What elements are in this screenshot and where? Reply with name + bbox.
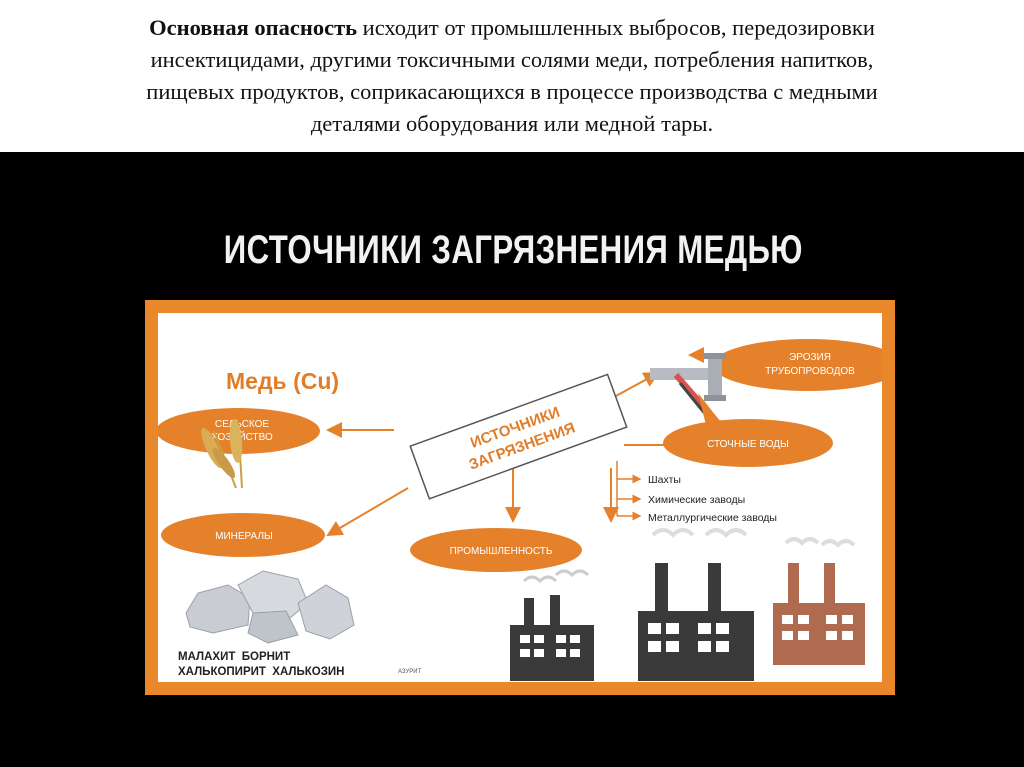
node-industry: ПРОМЫШЛЕННОСТЬ (410, 528, 582, 572)
factory-icon (510, 569, 594, 681)
node-minerals: МИНЕРАЛЫ (161, 513, 325, 557)
intro-line-4: деталями оборудования или медной тары. (310, 111, 714, 136)
minerals-list-line1: МАЛАХИТ БОРНИТ (178, 651, 290, 663)
industry-node-label: ПРОМЫШЛЕННОСТЬ (450, 546, 553, 557)
pipe-wrench-icon (650, 353, 726, 425)
wastewater-source-mines: Шахты (648, 474, 681, 486)
agriculture-line1: СЕЛЬСКОЕ (215, 419, 270, 430)
copper-label: Медь (Cu) (226, 368, 339, 394)
wheat-icon (201, 419, 243, 489)
intro-line-3: пищевых продуктов, соприкасающихся в про… (146, 79, 878, 104)
agriculture-line2: ХОЗЯЙСТВО (211, 430, 273, 443)
intro-line-1: Основная опасность исходит от промышленн… (30, 12, 994, 44)
wastewater-source-metallurgy: Металлургические заводы (648, 512, 777, 524)
minerals-list-line2: ХАЛЬКОПИРИТ ХАЛЬКОЗИН (178, 666, 345, 678)
factory-icon (638, 528, 754, 681)
minerals-small-label: АЗУРИТ (398, 669, 422, 675)
pipes-line2: ТРУБОПРОВОДОВ (765, 366, 855, 377)
mineral-rocks-icon (185, 570, 355, 644)
wastewater-node-label: СТОЧНЫЕ ВОДЫ (707, 439, 789, 450)
factory-icon (773, 537, 865, 665)
diagram-frame: Медь (Cu) ИСТОЧНИКИ ЗАГРЯЗНЕНИЯ СЕЛЬСКОЕ… (145, 300, 895, 695)
node-wastewater: СТОЧНЫЕ ВОДЫ (663, 419, 833, 467)
minerals-node-label: МИНЕРАЛЫ (215, 531, 273, 542)
wastewater-sources (616, 461, 642, 521)
slide-title: ИСТОЧНИКИ ЗАГРЯЗНЕНИЯ МЕДЬЮ (223, 228, 803, 272)
intro-line-1-rest: исходит от промышленных выбросов, передо… (357, 15, 875, 40)
intro-paragraph: Основная опасность исходит от промышленн… (0, 0, 1024, 152)
center-sources-box: ИСТОЧНИКИ ЗАГРЯЗНЕНИЯ (409, 373, 628, 500)
intro-line-2: инсектицидами, другими токсичными солями… (150, 47, 874, 72)
node-pipes: ЭРОЗИЯ ТРУБОПРОВОДОВ (713, 339, 882, 391)
wastewater-source-chemical: Химические заводы (648, 494, 745, 506)
diagram-canvas: Медь (Cu) ИСТОЧНИКИ ЗАГРЯЗНЕНИЯ СЕЛЬСКОЕ… (158, 339, 882, 681)
pipes-line1: ЭРОЗИЯ (789, 352, 831, 363)
intro-bold: Основная опасность (149, 15, 358, 40)
